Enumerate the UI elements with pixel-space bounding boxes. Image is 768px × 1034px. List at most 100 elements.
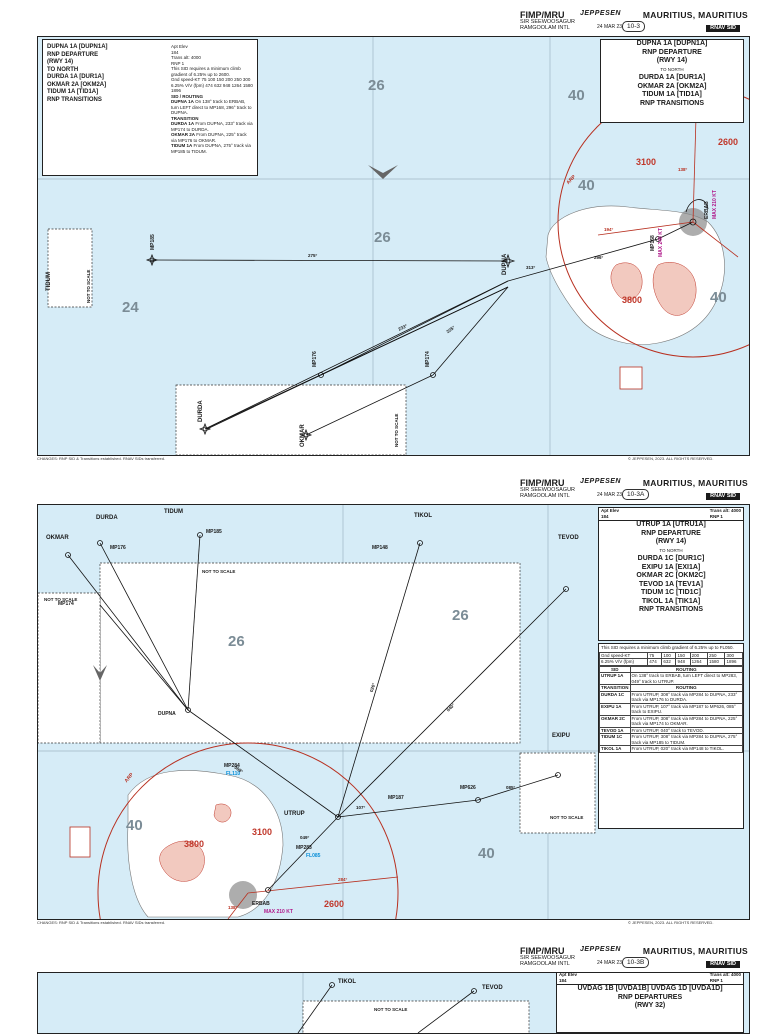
waypoint-tikol: TIKOL: [414, 513, 432, 519]
not-to-scale-box: [99, 562, 521, 744]
panel-routes: Apt Elev 184 Trans alt: 4000 RNP 1 This …: [171, 44, 253, 154]
route-name: DUPNA 1A: [171, 99, 194, 104]
waypoint-mp148: MP148: [372, 545, 388, 551]
icao-code: FIMP/MRU: [520, 10, 565, 20]
wp-utrup-marker: [335, 814, 341, 820]
copyright: © JEPPESEN, 2023. ALL RIGHTS RESERVED.: [628, 456, 714, 461]
icao-code: FIMP/MRU: [520, 478, 565, 488]
panel-proc: TIDUM 1A [TID1A]: [47, 89, 99, 95]
airport-name-line1: SIR SEEWOOSAGUR: [520, 487, 576, 493]
page-number: 10-3B: [622, 957, 650, 968]
waypoint-mp284: MP284: [224, 763, 240, 769]
speed-cell: Gnd speed-KT: [171, 77, 201, 82]
terrain-high: [652, 262, 697, 316]
airport-name-line1: SIR SEEWOOSAGUR: [520, 955, 576, 961]
route-okmar: [67, 554, 189, 711]
route-text: From DUPNA, 233° track via MP174 to DURD…: [171, 121, 253, 132]
route-durda: [99, 542, 189, 711]
airport-name-line2: RAMGOOLAM INTL: [520, 25, 570, 31]
speed-cell: 300: [242, 77, 251, 82]
waypoint-tidum: TIDUM: [46, 272, 52, 291]
track-label: 284°: [338, 877, 348, 882]
waypoint-dupna: DUPNA: [502, 253, 508, 275]
apt-elev-value: 184: [171, 49, 179, 55]
chart-10-3B: FIMP/MRU SIR SEEWOOSAGUR RAMGOOLAM INTL …: [0, 946, 768, 1034]
not-to-scale-label: NOT TO SCALE: [394, 413, 399, 447]
rate-cell: 1896: [171, 88, 182, 93]
route-name: DURDA 1C: [599, 690, 631, 704]
route-name: UTRUP 1A: [599, 672, 631, 685]
not-to-scale-box: [519, 752, 596, 834]
terrain-small: [213, 803, 232, 823]
wp-mp174-marker: [430, 372, 436, 378]
route-text: From DUPNA, 275° track via MP185 to TIDU…: [171, 143, 251, 154]
wp-mp283-marker: [265, 887, 271, 893]
trans-alt: Trans alt: 4000: [709, 972, 741, 977]
speed-cell: 200: [689, 651, 709, 659]
speed-limit-210: MAX 210 KT: [264, 909, 293, 915]
map-area: 26 26 24 40 40 40 3100 2600 3800 TIDUM M…: [37, 36, 750, 456]
route-okmar-a: [320, 280, 509, 376]
rate-cell: 632: [661, 658, 677, 666]
airport-area: [229, 881, 257, 909]
waypoint-durda: DURDA: [198, 400, 204, 422]
speed-cell: 200: [225, 77, 233, 82]
grid-label: 26: [452, 607, 469, 624]
apt-elev-value: 184: [559, 978, 567, 983]
radial-south: [227, 892, 249, 919]
route-tidum: [187, 534, 201, 711]
route-mp174: [432, 286, 509, 376]
elevation-label: 2600: [718, 137, 739, 147]
speed-cell: 100: [207, 77, 216, 82]
wp-mp185-marker: [150, 259, 154, 263]
speed-cell: 250: [707, 651, 726, 659]
waypoint-okmar: OKMAR: [300, 424, 306, 447]
city-name: MAURITIUS, MAURITIUS: [642, 478, 748, 488]
speed-cell: 75: [647, 651, 663, 659]
procedure-name: TEVOD 1A [TEV1A]: [639, 580, 703, 588]
waypoint-durda: DURDA: [96, 515, 118, 521]
rate-cell: 1264: [231, 82, 242, 88]
grid-label: 26: [374, 229, 391, 246]
city-name: MAURITIUS, MAURITIUS: [642, 946, 748, 956]
title-line: (RWY 14): [656, 57, 688, 64]
chart-type-badge: RNAV SID: [706, 961, 740, 968]
rate-cell: 1896: [724, 658, 743, 666]
apt-elev-label: Apt Elev: [601, 508, 620, 513]
trans-alt: Trans alt: 4000: [171, 55, 201, 60]
route-tevod: [337, 588, 567, 818]
rate-cell: 948: [675, 658, 691, 666]
speed-cell: 150: [216, 77, 225, 82]
waypoint-mp185: MP185: [150, 234, 156, 250]
grid-label: 40: [578, 177, 595, 194]
waypoint-mp168: MP168: [650, 235, 656, 251]
changes-note: CHANGES: RNP SID & Transitions establish…: [37, 920, 166, 925]
waypoint-exipu: EXIPU: [552, 733, 571, 739]
route-name: EXIPU 1A: [599, 702, 631, 716]
route-okmar-d: [305, 374, 434, 436]
route-dupna-mp168: [507, 238, 659, 282]
climb-table: Gnd speed-KT 75 100 150 200 250 300 6.25…: [598, 651, 743, 666]
city-name: MAURITIUS, MAURITIUS: [642, 10, 748, 20]
map-area: 26 26 40 40 3800 3100 2600 OKMAR DURDA M…: [37, 504, 750, 920]
waypoint-tevod: TEVOD: [558, 535, 579, 541]
wp-okmar-marker: [65, 552, 71, 558]
title-line: RNP DEPARTURES: [617, 993, 683, 1001]
rate-cell: 1580: [707, 658, 726, 666]
route-mp168-erbab: [657, 221, 694, 240]
procedure-name: EXIPU 1A [EXI1A]: [641, 563, 701, 571]
route-durda: [204, 280, 509, 430]
route-turn: [685, 199, 709, 213]
waypoint-mp626: MP626: [460, 785, 476, 791]
title-line: UTRUP 1A [UTRU1A]: [636, 521, 706, 528]
title-line: DUPNA 1A [DUPN1A]: [636, 40, 708, 47]
wp-durda-marker: [97, 540, 103, 546]
track-label: 194°: [604, 227, 614, 232]
chart-header: FIMP/MRU SIR SEEWOOSAGUR RAMGOOLAM INTL …: [520, 946, 748, 968]
apt-elev-value: 184: [601, 514, 609, 519]
